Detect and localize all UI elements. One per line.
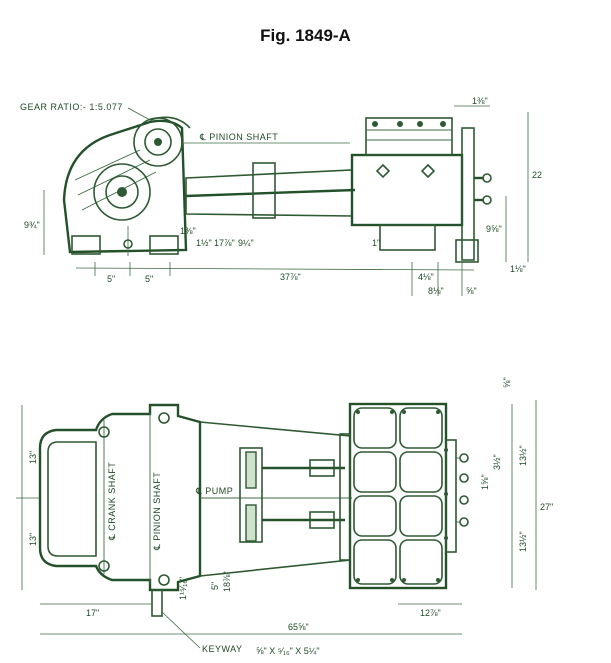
- pinion-shaft-label: ℄ PINION SHAFT: [199, 132, 278, 142]
- elev-dim-right-a: 4⅛": [418, 272, 434, 282]
- plan-view: ℄ CRANK SHAFT ℄ PINION SHAFT ℄ PUMP: [16, 377, 553, 656]
- plan-dim-total-right: 27": [540, 502, 553, 512]
- keyway-label: KEYWAY: [202, 644, 243, 654]
- elev-dim-inner-b: 1½": [196, 238, 212, 248]
- pinion-gear-inner: [144, 128, 172, 156]
- elev-dim-right-c: ⅝": [466, 286, 477, 296]
- crosshead: [252, 162, 276, 219]
- gear-case: [62, 119, 188, 254]
- elev-dim-right-height: 9⅝": [486, 224, 502, 234]
- discharge-manifold: [445, 439, 457, 553]
- fluid-end-body: [350, 153, 464, 227]
- plan-dim-inner-b: 3½": [492, 454, 502, 470]
- gear-ratio-leader: [127, 107, 151, 121]
- keyway-shaft: [151, 589, 163, 617]
- elev-baseline: [75, 267, 475, 271]
- pump-flange: [461, 127, 475, 261]
- foot-right: [149, 235, 179, 255]
- elev-dim-left-height: 9¾": [24, 220, 40, 230]
- plan-dim-overall: 65⅝": [288, 622, 309, 632]
- plunger-bottom: [245, 504, 257, 542]
- figure-title: Fig. 1849-A: [260, 26, 351, 45]
- elev-dim-right-b: 8⅛": [428, 286, 444, 296]
- connecting-rod: [185, 188, 356, 198]
- plan-dim-left-top: 13": [28, 451, 38, 464]
- crank-shaft-label: ℄ CRANK SHAFT: [107, 462, 117, 541]
- plan-dim-shaft-c: 18⅞": [222, 571, 232, 592]
- plan-dim-right-top: 13½": [518, 445, 528, 466]
- cylinder-grid: [353, 407, 443, 585]
- valve-diamond-left: [375, 163, 391, 179]
- elevation-view: GEAR RATIO:- 1:5.077 ℄ PINION SHAFT: [20, 96, 542, 296]
- crosshead-guide: [239, 447, 263, 543]
- elev-dim-height-total: 22: [532, 170, 542, 180]
- pump-label: ℄ PUMP: [195, 486, 233, 496]
- crank-wheel-outer: [93, 163, 151, 221]
- keyway-dim: ⅝" X ⁵⁄₁₆" X 5¼": [256, 646, 320, 656]
- foot-left: [71, 235, 101, 255]
- plan-dim-right-bottom: 13½": [518, 531, 528, 552]
- fluid-end-lower: [379, 224, 436, 251]
- elev-dim-5b: 5": [145, 274, 153, 284]
- elev-dim-inner-e: 1": [372, 238, 380, 248]
- gear-case-hatch: [74, 149, 141, 181]
- plan-dim-inner-a: 1⅝": [480, 474, 490, 490]
- plan-dim-bottom-left: 17": [86, 608, 99, 618]
- crank-wheel-inner: [105, 175, 139, 209]
- elev-dim-base-small: 1⅛": [510, 264, 526, 274]
- elev-dim-inner-a: 1⅜": [180, 226, 196, 236]
- crank-case-inner: [47, 441, 97, 557]
- elev-dim-inner-d: 9¼": [238, 238, 254, 248]
- plan-dim-bottom-right: 12⅞": [420, 608, 441, 618]
- gear-ratio-label: GEAR RATIO:- 1:5.077: [20, 102, 123, 112]
- plan-dim-top-small: ⅝": [502, 377, 512, 388]
- plan-pinion-shaft-label: ℄ PINION SHAFT: [152, 472, 162, 551]
- elev-dim-top-small: 1⅜": [472, 96, 488, 106]
- gear-arc: [149, 116, 191, 129]
- plan-dim-shaft-a: 1¹⁵⁄₁₆": [178, 577, 188, 600]
- crank-case: [38, 403, 202, 592]
- plunger-top: [245, 451, 257, 489]
- plan-dim-shaft-b: 5": [210, 582, 220, 590]
- elev-dim-overall: 37⅞": [280, 272, 301, 282]
- frame-taper: [199, 421, 351, 577]
- elev-dim-inner-c: 17⅞": [214, 238, 235, 248]
- valve-diamond-right: [420, 163, 436, 179]
- plan-dim-left-bottom: 13": [28, 533, 38, 546]
- elev-dim-5a: 5": [107, 274, 115, 284]
- valve-cover: [365, 117, 453, 156]
